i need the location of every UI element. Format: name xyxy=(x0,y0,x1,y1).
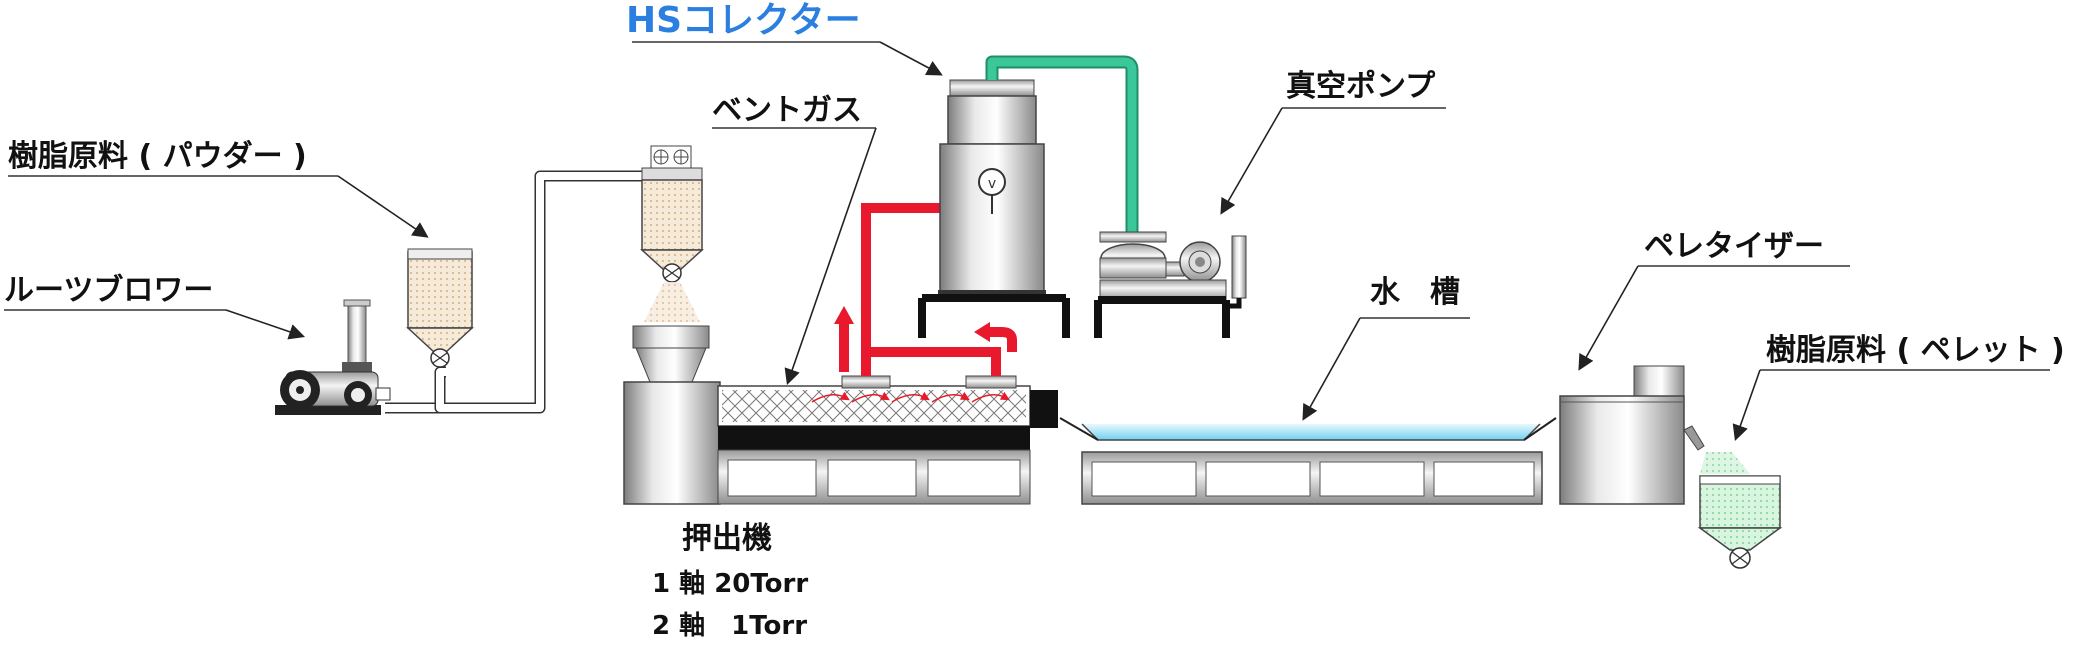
label-roots-blower: ルーツブロワー xyxy=(4,273,213,308)
pellet-hopper xyxy=(1697,475,1783,569)
cyclone-hopper xyxy=(640,145,704,322)
extruder-drive xyxy=(623,381,721,505)
powder-hopper xyxy=(406,248,474,368)
label-vent-gas: ベントガス xyxy=(712,93,862,128)
svg-text:v: v xyxy=(988,176,996,192)
vacuum-line xyxy=(985,55,1139,232)
label-spec-2: 2 軸 1Torr xyxy=(652,610,807,641)
water-tank xyxy=(1059,417,1557,505)
vent-port-2 xyxy=(965,375,1017,389)
label-water-tank: 水 槽 xyxy=(1370,275,1460,310)
extruder xyxy=(623,375,1058,505)
label-resin-pellet: 樹脂原料 ( ペレット ) xyxy=(1766,333,2065,368)
vent-gas-line xyxy=(839,203,1017,376)
vent-arrow-up xyxy=(834,306,854,324)
vent-port-1 xyxy=(841,375,891,389)
label-pelletizer: ペレタイザー xyxy=(1644,229,1824,264)
hs-collector: v xyxy=(918,79,1070,338)
vent-arrow-left xyxy=(974,322,990,342)
label-spec-1: 1 軸 20Torr xyxy=(652,568,808,599)
extruder-feed-throat xyxy=(632,325,710,383)
vacuum-pump xyxy=(1094,231,1247,338)
label-vacuum-pump: 真空ポンプ xyxy=(1286,69,1436,104)
pelletizer xyxy=(1559,365,1750,505)
leader-lines xyxy=(4,41,2050,442)
extruder-die xyxy=(1030,390,1058,428)
roots-blower xyxy=(275,299,391,415)
label-extruder: 押出機 xyxy=(682,521,772,556)
label-hs-collector: HSコレクター xyxy=(626,0,861,41)
label-resin-powder: 樹脂原料 ( パウダー ) xyxy=(8,139,307,174)
